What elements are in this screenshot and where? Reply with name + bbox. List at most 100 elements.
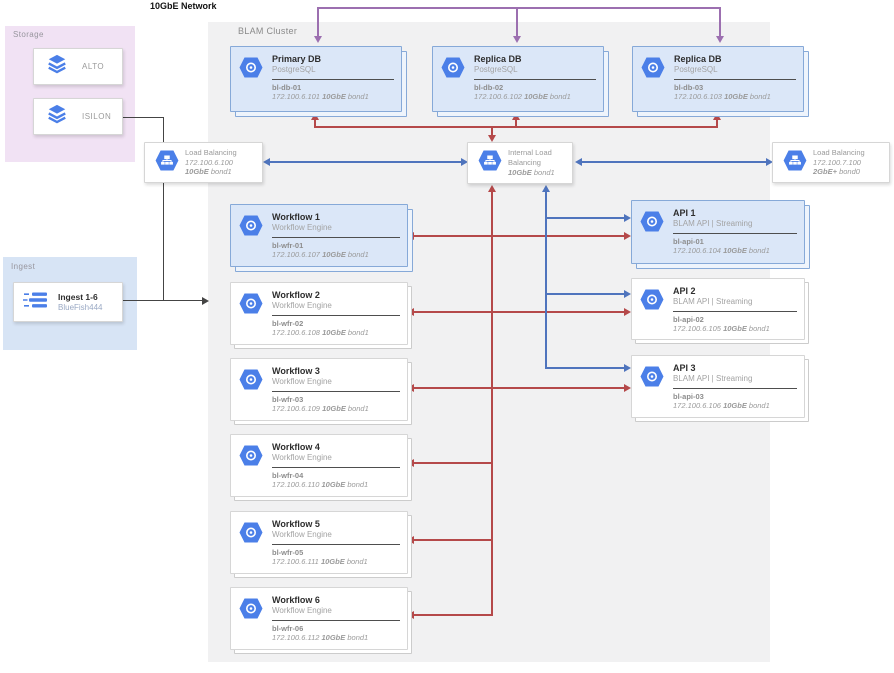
lb-bond: bond1 [533, 167, 555, 177]
node-api-3: API 3 BLAM API | Streaming bl-api-03 172… [631, 355, 805, 418]
cloud-hexagon-icon [640, 366, 664, 392]
ingest-label: Ingest [11, 262, 36, 271]
node-replica-db-2: Replica DB PostgreSQL bl-db-03 172.100.6… [632, 46, 804, 112]
ingest-stream-icon [23, 291, 49, 314]
node-workflow-6: Workflow 6 Workflow Engine bl-wfr-06 172… [230, 587, 408, 650]
node-address: 172.100.6.101 10GbE bond1 [272, 91, 369, 101]
storage-node-label: ISILON [82, 112, 112, 121]
node-title: Workflow 3 [272, 366, 320, 376]
node-title: Primary DB [272, 54, 322, 64]
node-subtitle: Workflow Engine [272, 223, 332, 233]
cloud-hexagon-icon [641, 57, 665, 83]
divider [673, 232, 797, 234]
node-hostname: bl-api-02 [673, 314, 704, 324]
divider [474, 78, 596, 80]
node-title: Replica DB [674, 54, 722, 64]
cloud-hexagon-icon [239, 215, 263, 241]
lb-bond: bond0 [839, 167, 860, 177]
node-address: 172.100.6.104 10GbE bond1 [673, 245, 770, 255]
cloud-hexagon-icon [441, 57, 465, 83]
cloud-hexagon-icon [640, 289, 664, 315]
node-subtitle: BLAM API | Streaming [673, 297, 753, 307]
storage-layers-icon [46, 53, 68, 80]
ingest-subtitle: BlueFish444 [58, 303, 103, 312]
storage-node-isilon: ISILON [33, 98, 123, 135]
divider [272, 236, 400, 238]
node-subtitle: Workflow Engine [272, 606, 332, 616]
node-hostname: bl-wfr-01 [272, 240, 304, 250]
divider [272, 78, 394, 80]
node-title: Workflow 6 [272, 595, 320, 605]
load-balancer-left: Load Balancing 172.100.6.100 10GbE bond1 [144, 142, 263, 183]
cluster-label: BLAM Cluster [238, 26, 298, 36]
node-subtitle: Workflow Engine [272, 530, 332, 540]
ingest-node: Ingest 1-6 BlueFish444 [13, 282, 123, 322]
node-hostname: bl-wfr-02 [272, 318, 304, 328]
cloud-hexagon-icon [239, 598, 263, 624]
ingest-title: Ingest 1-6 [58, 292, 98, 302]
node-title: Replica DB [474, 54, 522, 64]
cloud-hexagon-icon [239, 57, 263, 83]
node-address: 172.100.6.110 10GbE bond1 [272, 479, 369, 489]
divider [272, 543, 400, 545]
node-address: 172.100.6.106 10GbE bond1 [673, 400, 770, 410]
divider [673, 310, 797, 312]
node-subtitle: PostgreSQL [272, 65, 316, 75]
node-title: Workflow 4 [272, 442, 320, 452]
node-address: 172.100.6.107 10GbE bond1 [272, 249, 369, 259]
node-subtitle: PostgreSQL [674, 65, 718, 75]
node-hostname: bl-wfr-04 [272, 470, 304, 480]
node-address: 172.100.6.112 10GbE bond1 [272, 632, 369, 642]
lb-speed: 10GbE [185, 167, 209, 177]
load-balancer-icon [155, 149, 179, 176]
storage-node-alto: ALTO [33, 48, 123, 85]
lb-title-line1: Internal Load [508, 148, 552, 158]
node-hostname: bl-db-01 [272, 82, 302, 92]
cloud-hexagon-icon [640, 211, 664, 237]
node-workflow-4: Workflow 4 Workflow Engine bl-wfr-04 172… [230, 434, 408, 497]
storage-panel [5, 26, 135, 162]
node-api-1: API 1 BLAM API | Streaming bl-api-01 172… [631, 200, 805, 264]
node-hostname: bl-wfr-05 [272, 547, 304, 557]
node-title: API 3 [673, 363, 696, 373]
node-subtitle: Workflow Engine [272, 377, 332, 387]
node-address: 172.100.6.109 10GbE bond1 [272, 403, 369, 413]
node-hostname: bl-db-03 [674, 82, 704, 92]
node-title: Workflow 2 [272, 290, 320, 300]
node-hostname: bl-wfr-06 [272, 623, 304, 633]
lb-title-line2: Balancing [508, 158, 541, 168]
node-address: 172.100.6.103 10GbE bond1 [674, 91, 771, 101]
node-primary-db: Primary DB PostgreSQL bl-db-01 172.100.6… [230, 46, 402, 112]
node-address: 172.100.6.108 10GbE bond1 [272, 327, 369, 337]
lb-title: Load Balancing [813, 147, 865, 157]
node-subtitle: BLAM API | Streaming [673, 374, 753, 384]
node-subtitle: PostgreSQL [474, 65, 518, 75]
load-balancer-icon [783, 149, 807, 176]
node-hostname: bl-api-03 [673, 391, 704, 401]
divider [272, 314, 400, 316]
cloud-hexagon-icon [239, 293, 263, 319]
cloud-hexagon-icon [239, 445, 263, 471]
node-hostname: bl-api-01 [673, 236, 704, 246]
lb-speed: 2GbE+ [813, 167, 837, 177]
lb-bond: bond1 [210, 167, 232, 177]
node-subtitle: Workflow Engine [272, 453, 332, 463]
node-title: Workflow 5 [272, 519, 320, 529]
load-balancer-internal: Internal Load Balancing 10GbE bond1 [467, 142, 573, 184]
node-api-2: API 2 BLAM API | Streaming bl-api-02 172… [631, 278, 805, 340]
node-address: 172.100.6.102 10GbE bond1 [474, 91, 571, 101]
node-workflow-1: Workflow 1 Workflow Engine bl-wfr-01 172… [230, 204, 408, 267]
divider [272, 390, 400, 392]
divider [272, 619, 400, 621]
divider [272, 466, 400, 468]
node-replica-db-1: Replica DB PostgreSQL bl-db-02 172.100.6… [432, 46, 604, 112]
node-title: API 2 [673, 286, 696, 296]
lb-ip: 172.100.6.100 [185, 157, 233, 167]
node-address: 172.100.6.111 10GbE bond1 [272, 556, 368, 566]
node-hostname: bl-wfr-03 [272, 394, 304, 404]
storage-node-label: ALTO [82, 62, 105, 71]
diagram-title: 10GbE Network [150, 1, 217, 11]
node-hostname: bl-db-02 [474, 82, 504, 92]
cloud-hexagon-icon [239, 522, 263, 548]
